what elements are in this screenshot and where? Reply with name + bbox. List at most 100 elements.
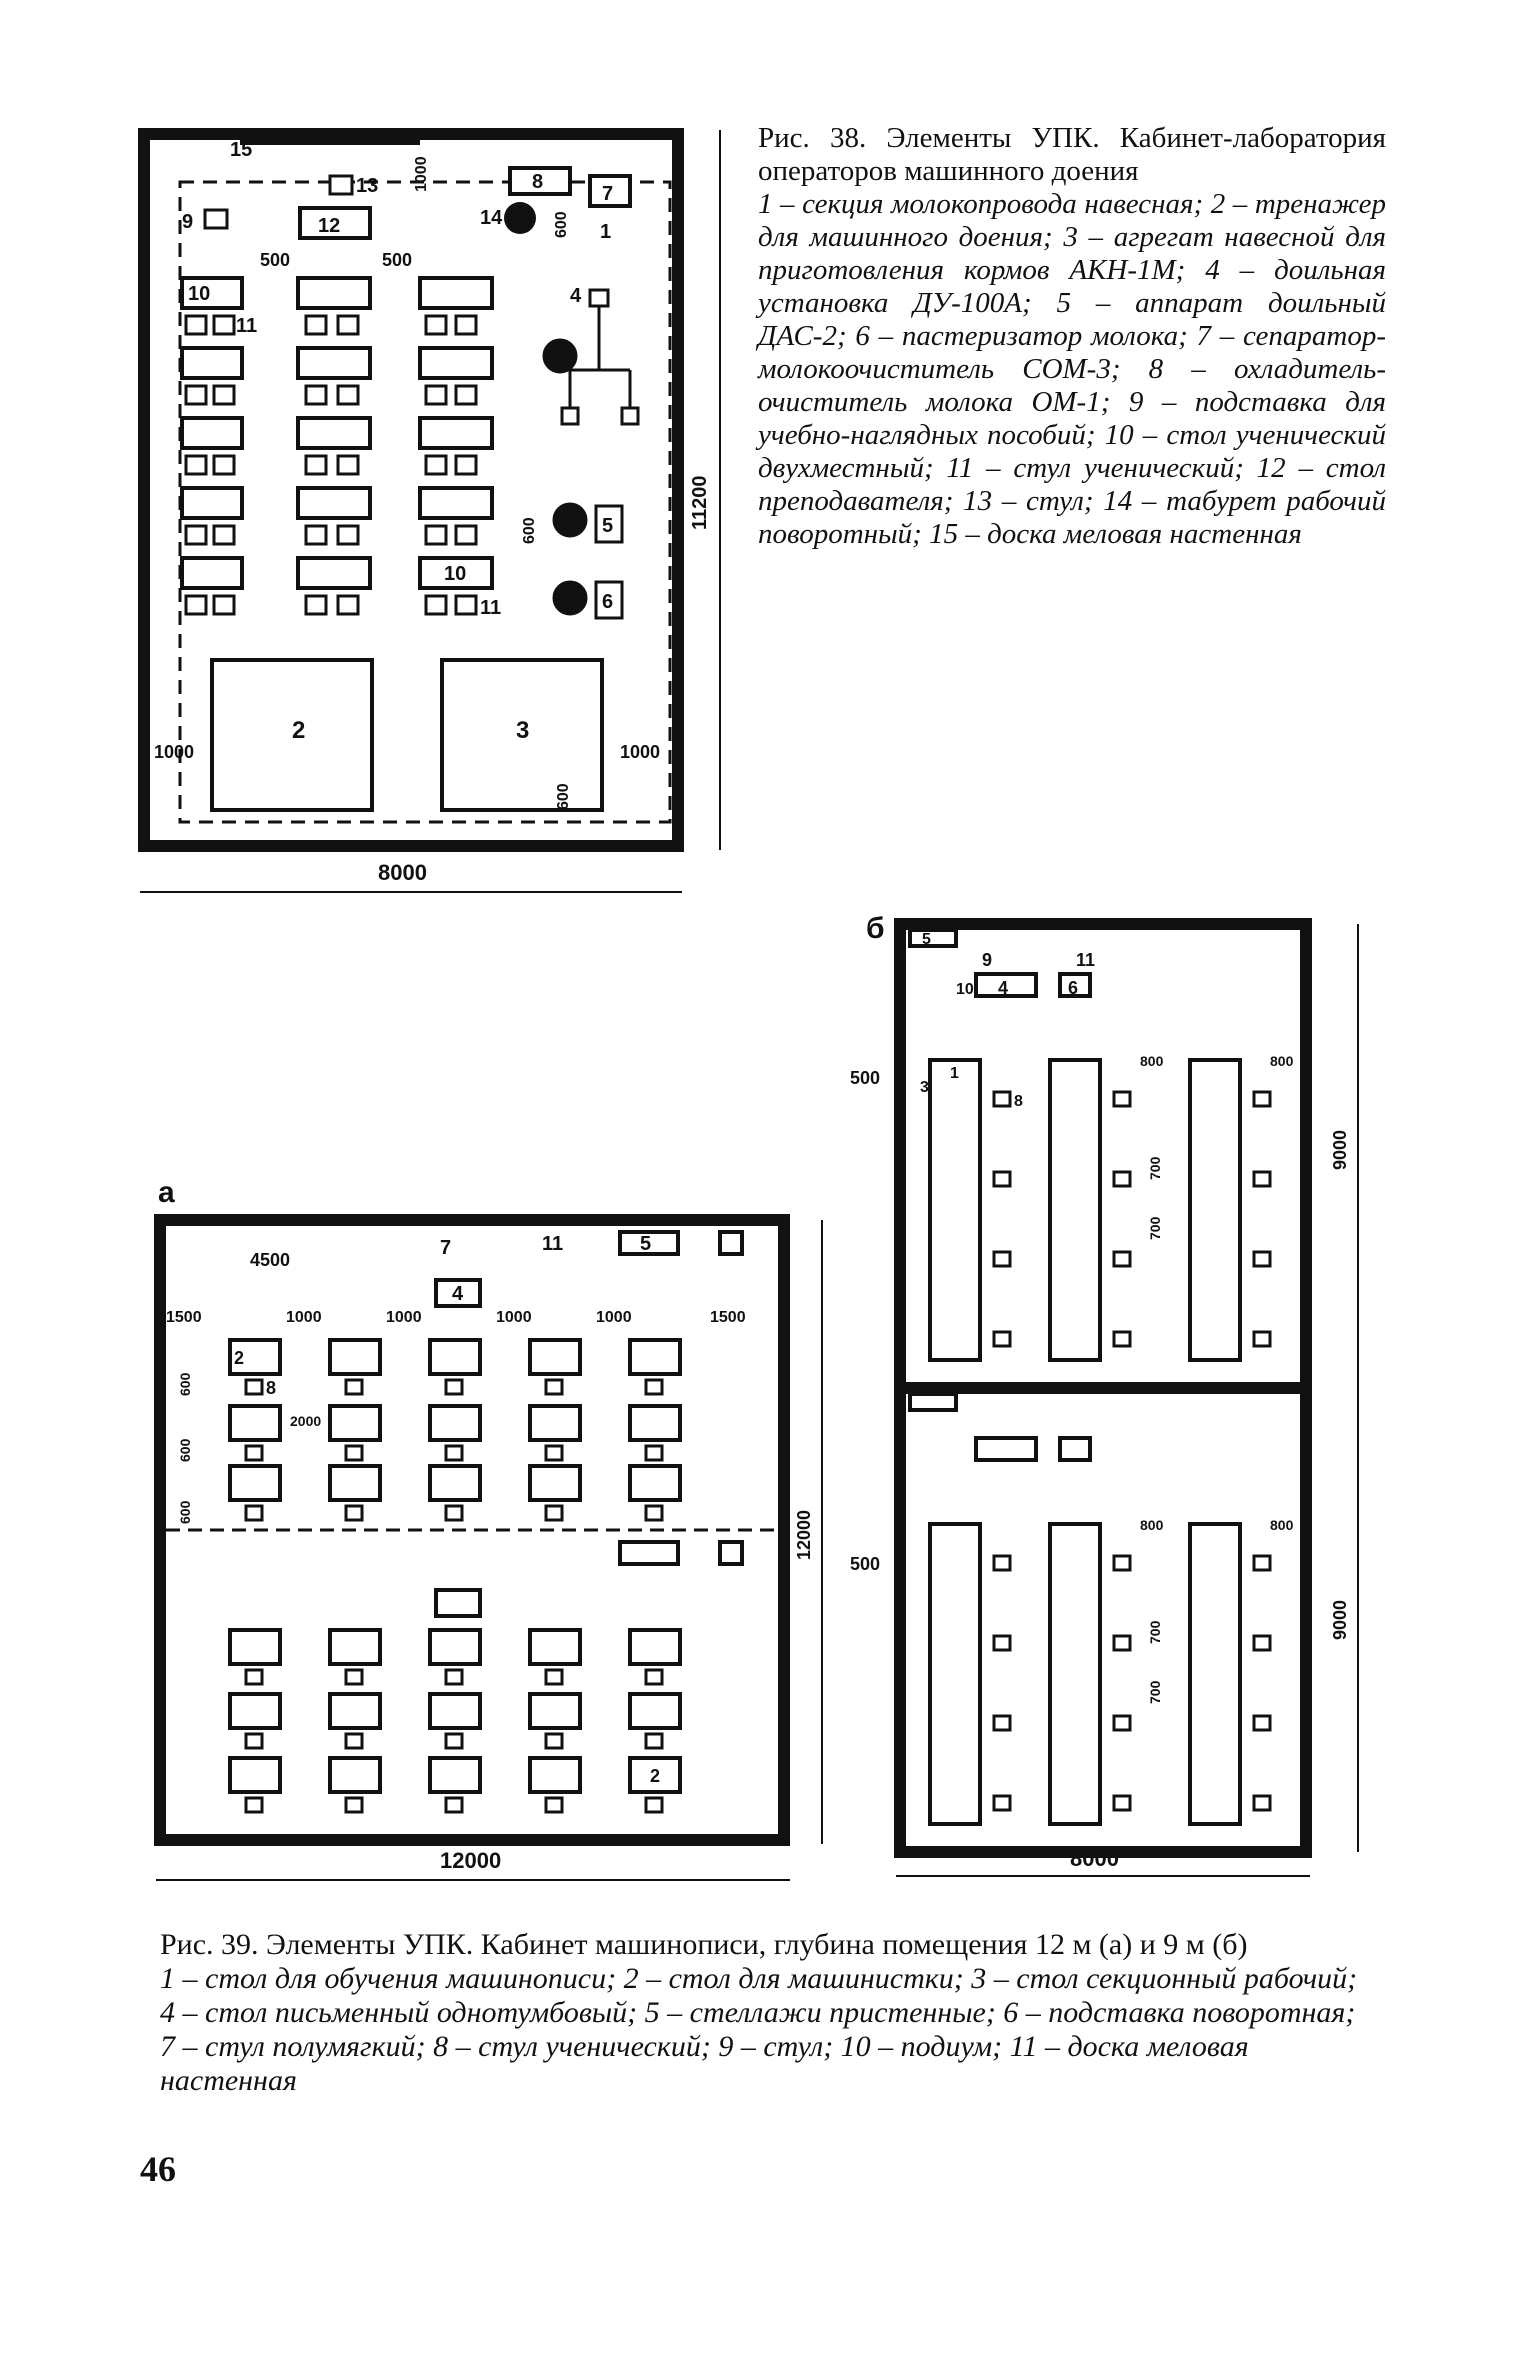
fig39-legend: 1 – стол для обучения машинописи; 2 – ст…	[160, 1962, 1358, 2097]
fig39a-dim: 600	[177, 1372, 193, 1396]
fig38-mark: 2	[292, 717, 305, 744]
fig39a-dim: 1000	[386, 1309, 422, 1326]
fig38-student-desks	[180, 276, 494, 590]
fig38-mark: 1	[600, 221, 611, 243]
fig39b-room-bottom	[894, 1382, 1312, 1858]
fig39a-dim: 4500	[250, 1250, 290, 1270]
fig39a-mark: 8	[266, 1378, 276, 1398]
fig39a-dim: 600	[177, 1500, 193, 1524]
fig39b-mark: 11	[1076, 950, 1095, 970]
fig39b-floor-plan: 5 9 11 10 4 6 1 3 8 500 800 800 700 700 …	[850, 918, 1359, 1877]
fig39b-dim: 500	[850, 1068, 880, 1088]
fig39a-chairs	[244, 1378, 664, 1814]
fig38-stool-14	[504, 202, 536, 234]
fig39a-mark: 2	[650, 1766, 660, 1786]
fig39a-width: 12000	[440, 1848, 501, 1873]
fig38-mark: 9	[182, 211, 193, 233]
fig39b-dim: 800	[1270, 1053, 1294, 1069]
fig39b-dim: 800	[1140, 1517, 1164, 1533]
fig39b-mark: 5	[922, 931, 931, 948]
fig39b-desk-sections	[928, 1058, 1242, 1826]
page-number: 46	[140, 2149, 176, 2189]
fig39a-mark: 7	[440, 1237, 451, 1259]
fig39a-dim: 1500	[710, 1309, 746, 1326]
fig39b-dim: 500	[850, 1554, 880, 1574]
fig38-dim: 1000	[620, 742, 660, 762]
fig38-separator-7	[588, 174, 632, 208]
fig38-title: Рис. 38. Элементы УПК. Кабинет-лаборатор…	[758, 122, 1386, 187]
fig38-teacher-table	[298, 206, 372, 240]
fig39b-mark: 10	[956, 981, 974, 998]
fig39b-mark: 6	[1068, 978, 1078, 998]
fig39b-mark: 3	[920, 1079, 929, 1096]
fig38-trainer-2	[210, 658, 374, 812]
fig39a-front-furniture	[434, 1230, 744, 1618]
fig38-mark: 10	[444, 563, 466, 585]
fig39b-chairs	[992, 1090, 1272, 1812]
fig38-mark: 14	[480, 207, 503, 229]
fig39a-mark: 4	[452, 1283, 464, 1305]
fig38-chair-13	[328, 174, 354, 196]
fig39a-dim: 1000	[286, 1309, 322, 1326]
fig39b-dim: 700	[1147, 1216, 1163, 1240]
fig39a-desks	[228, 1338, 682, 1794]
fig38-mark: 11	[236, 315, 257, 337]
fig39a-dim: 2000	[290, 1413, 321, 1429]
fig39a-floor-plan: 7 11 5 4 2 8 2 4500 1500 1000 1000 1000 …	[154, 1214, 823, 1881]
fig39-title: Рис. 39. Элементы УПК. Кабинет машинопис…	[160, 1928, 1248, 1961]
fig39a-label: а	[158, 1176, 175, 1209]
fig38-stand-9	[203, 208, 229, 230]
fig39a-outer-wall	[154, 1214, 790, 1846]
fig38-mark: 15	[230, 139, 252, 161]
fig39b-height-top: 9000	[1330, 1130, 1350, 1170]
fig38-mark: 12	[318, 215, 340, 237]
fig38-dim: 500	[382, 250, 412, 270]
fig39a-dim: 600	[177, 1438, 193, 1462]
fig38-dim-height: 11200	[689, 475, 711, 530]
fig39a-mark: 2	[234, 1348, 244, 1368]
fig38-dim-width: 8000	[378, 860, 427, 885]
fig38-caption: Рис. 38. Элементы УПК. Кабинет-лаборатор…	[758, 122, 1386, 551]
fig38-mark: 5	[602, 515, 613, 537]
fig39b-mark: 9	[982, 950, 992, 970]
fig39a-dim: 1500	[166, 1309, 202, 1326]
fig39b-mark: 4	[998, 978, 1008, 998]
fig38-mark: 8	[532, 171, 543, 193]
fig38-mark: 11	[480, 597, 501, 619]
fig38-dim: 600	[521, 517, 538, 544]
fig38-mark: 13	[356, 175, 378, 197]
fig39b-dim: 700	[1147, 1156, 1163, 1180]
fig38-floor-plan: 15 13 9 12 14 8 7 1 10 11 4 5 6 10 11 2 …	[138, 128, 721, 893]
fig39b-dim: 700	[1147, 1680, 1163, 1704]
fig38-mark: 7	[602, 183, 613, 205]
fig38-dim: 600	[553, 211, 570, 238]
fig39b-front-furniture	[908, 928, 1092, 1462]
fig39b-dim: 800	[1140, 1053, 1164, 1069]
fig38-cooler-8	[508, 166, 572, 196]
fig39b-mark: 8	[1014, 1093, 1023, 1110]
fig38-outer-wall	[138, 128, 684, 852]
fig39a-dim: 1000	[496, 1309, 532, 1326]
fig38-dim: 1000	[154, 742, 194, 762]
fig38-mark: 3	[516, 717, 529, 744]
fig39a-mark: 5	[640, 1233, 651, 1255]
fig39a-height: 12000	[794, 1510, 814, 1560]
fig39a-mark: 11	[542, 1233, 563, 1255]
fig38-dim: 1000	[413, 156, 430, 192]
fig38-legend: 1 – секция молокопровода навесная; 2 – т…	[758, 188, 1386, 550]
fig38-mark: 10	[188, 283, 210, 305]
fig39b-dim: 800	[1270, 1517, 1294, 1533]
fig39a-dim: 1000	[596, 1309, 632, 1326]
fig38-mark: 4	[570, 285, 582, 307]
fig38-dim: 500	[260, 250, 290, 270]
fig38-unit-3	[440, 658, 604, 812]
fig38-mark: 6	[602, 591, 613, 613]
fig39-caption: Рис. 39. Элементы УПК. Кабинет машинопис…	[160, 1928, 1360, 2098]
fig38-dim: 600	[555, 783, 572, 810]
fig39b-dim: 700	[1147, 1620, 1163, 1644]
fig38-milking-equipment	[542, 288, 640, 620]
fig39b-height-bottom: 9000	[1330, 1600, 1350, 1640]
fig38-student-chairs	[184, 314, 478, 616]
fig39b-width: 8000	[1070, 1846, 1119, 1871]
fig39b-mark: 1	[950, 1065, 959, 1082]
